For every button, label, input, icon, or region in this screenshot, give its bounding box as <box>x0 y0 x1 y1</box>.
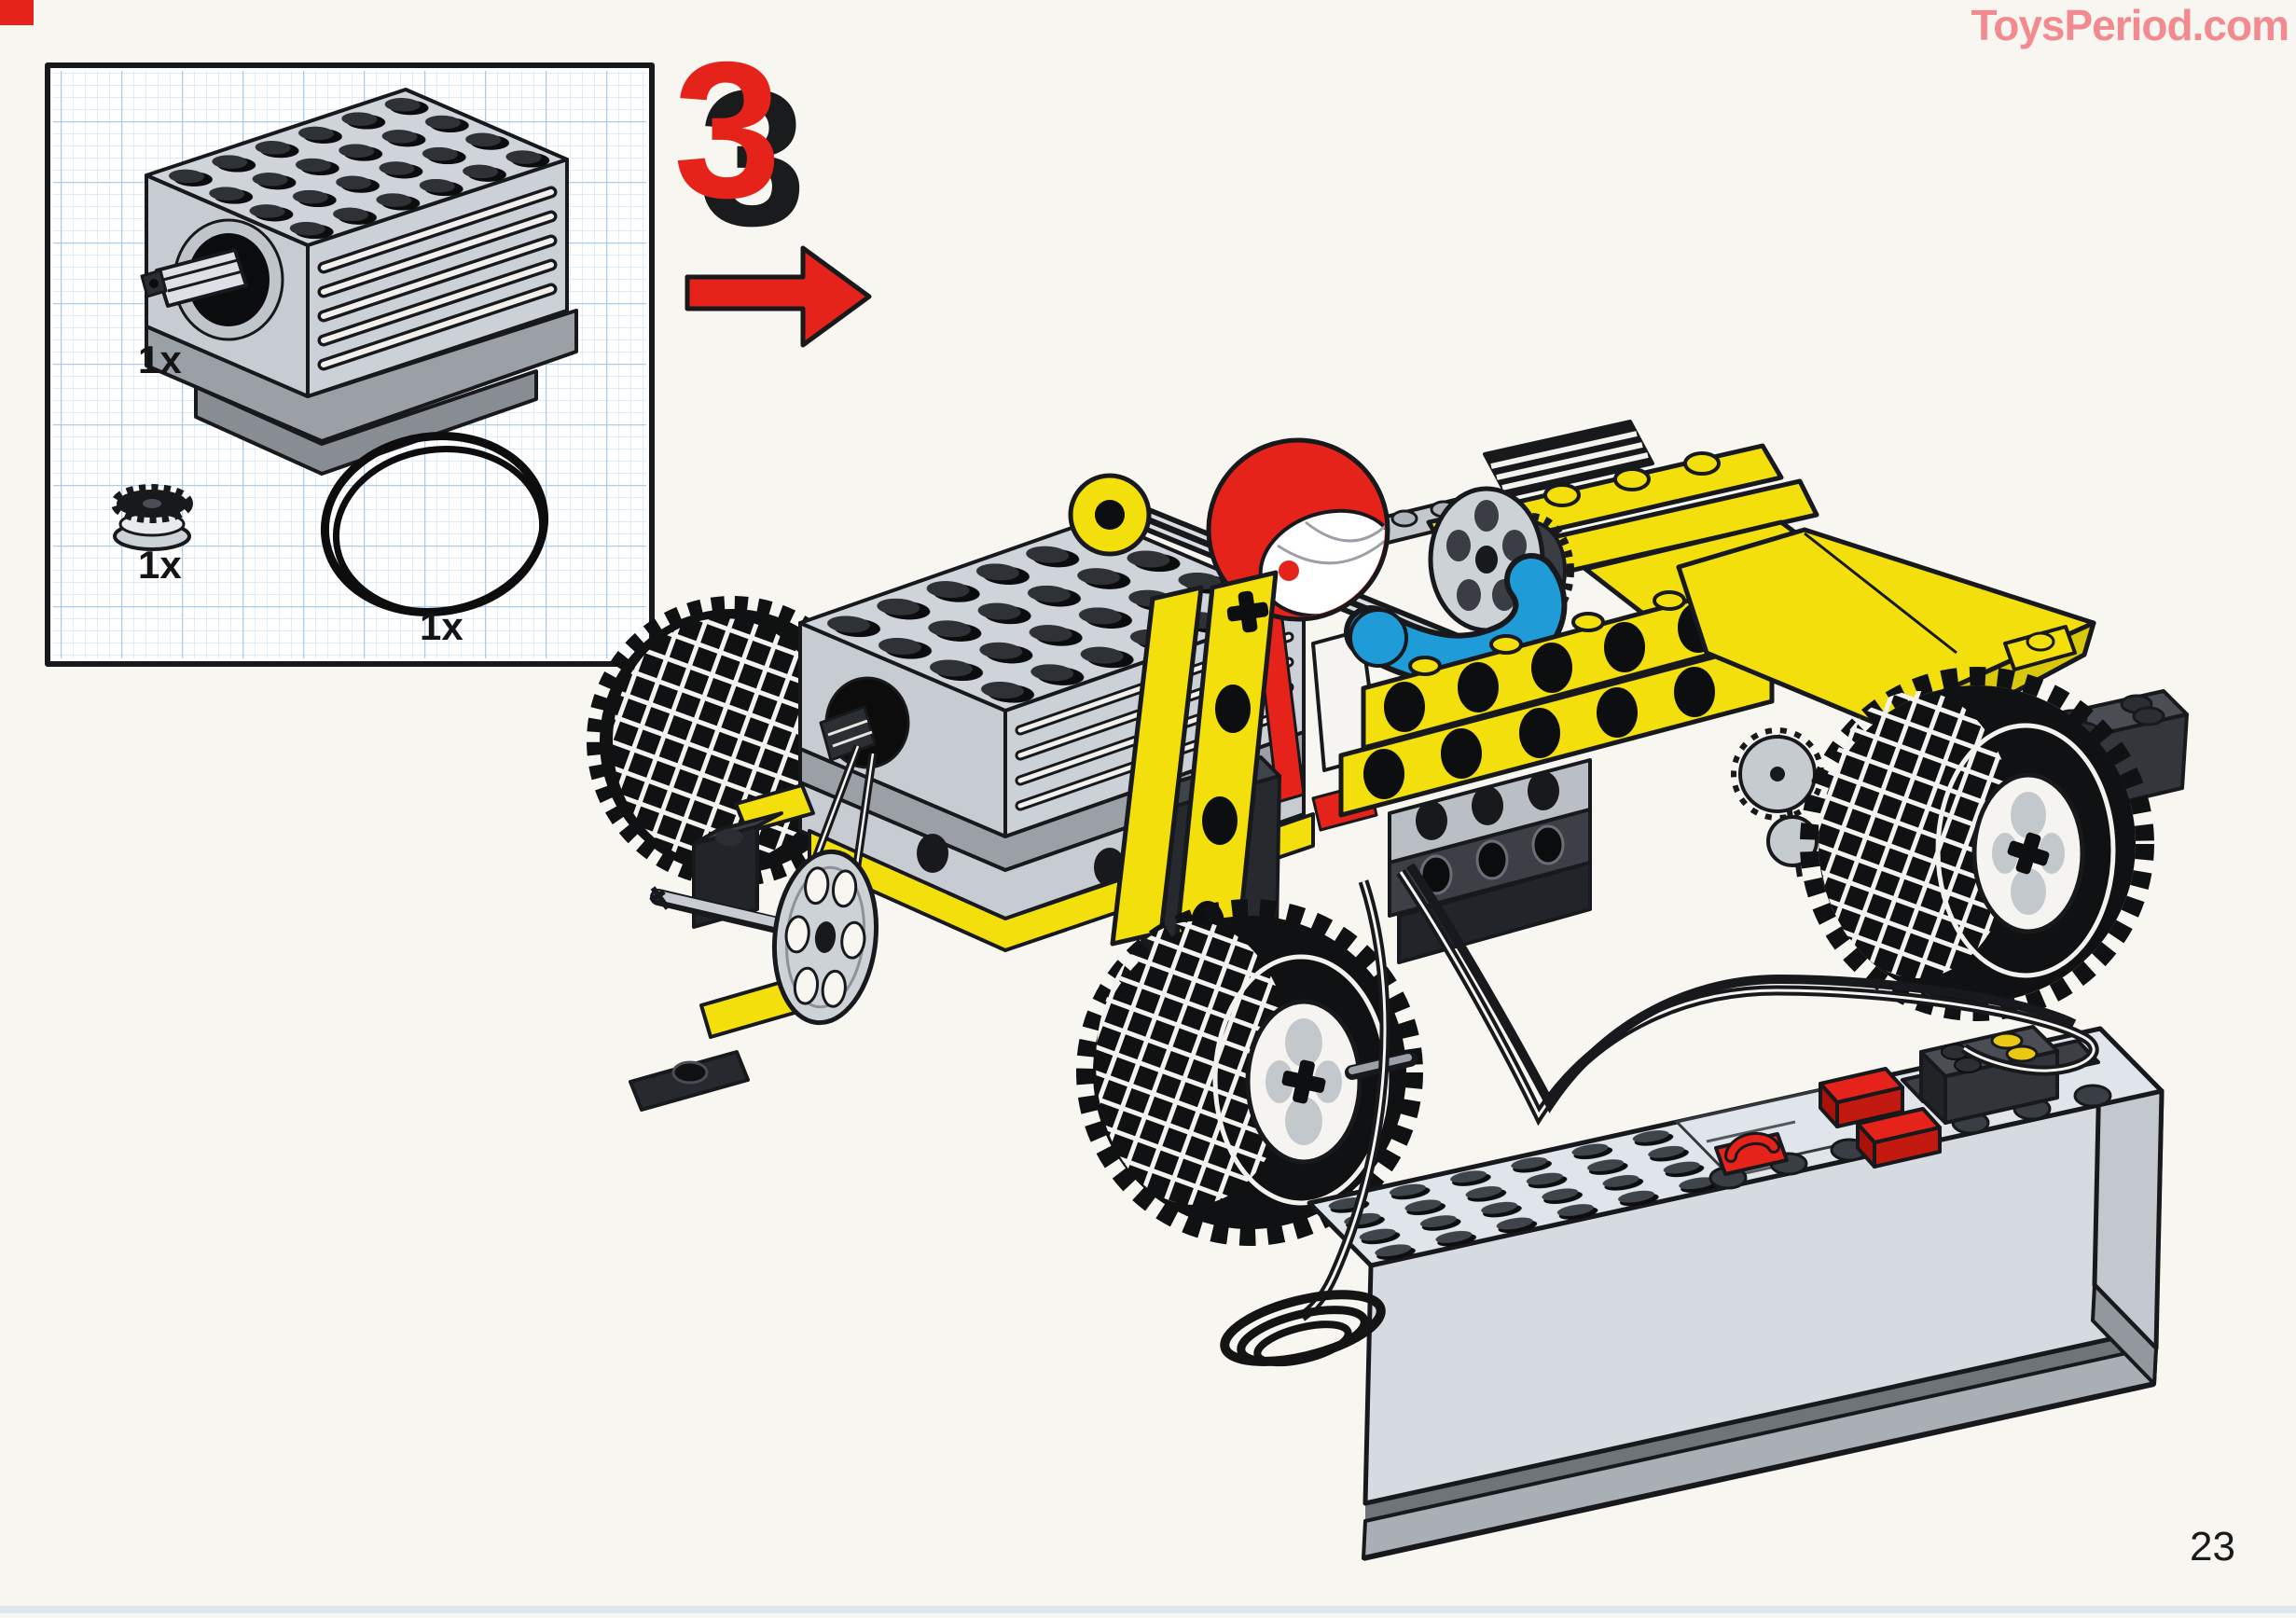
cable-connector-brick <box>1901 1025 2100 1125</box>
drive-belt-and-pulley <box>649 744 879 1026</box>
step-arrow-icon <box>685 245 872 348</box>
motor-quantity-label: 1x <box>138 338 182 381</box>
rear-wheel-near <box>1076 899 1423 1246</box>
battery-button-2 <box>1856 1107 1942 1169</box>
battery-slider-switch <box>1714 1131 1789 1176</box>
motor-part-illustration <box>140 88 578 476</box>
battery-stud-field <box>1309 1119 1750 1265</box>
rubber-band-part-illustration <box>320 431 549 617</box>
contact-plate <box>2005 1044 2039 1063</box>
watermark: ToysPeriod.com <box>1971 1 2289 49</box>
contact-plate <box>1990 1031 2024 1050</box>
motor-shaft <box>140 218 284 341</box>
step-number: 3 <box>673 22 781 239</box>
rubber-band-quantity-label: 1x <box>420 604 463 648</box>
chassis-left-bricks <box>629 783 815 1112</box>
cable-to-connector <box>1396 863 2099 1127</box>
parts-callout-panel <box>45 62 655 667</box>
crown-gear-quantity-label: 1x <box>138 543 182 587</box>
pulley-wheel <box>771 849 879 1026</box>
cable-coil <box>1220 1290 1386 1367</box>
power-cables <box>1220 863 2099 1367</box>
battery-button-1 <box>1819 1067 1904 1128</box>
battery-box-illustration <box>1307 1025 2165 1561</box>
roll-bar-beams <box>1110 570 1279 1014</box>
crown-gear-part-illustration <box>111 484 193 551</box>
page-number: 23 <box>2190 1524 2235 1570</box>
cockpit-side-beams <box>1338 575 1775 818</box>
car-assembly-illustration <box>587 420 2189 1246</box>
motor-vent-ribs <box>317 186 558 371</box>
